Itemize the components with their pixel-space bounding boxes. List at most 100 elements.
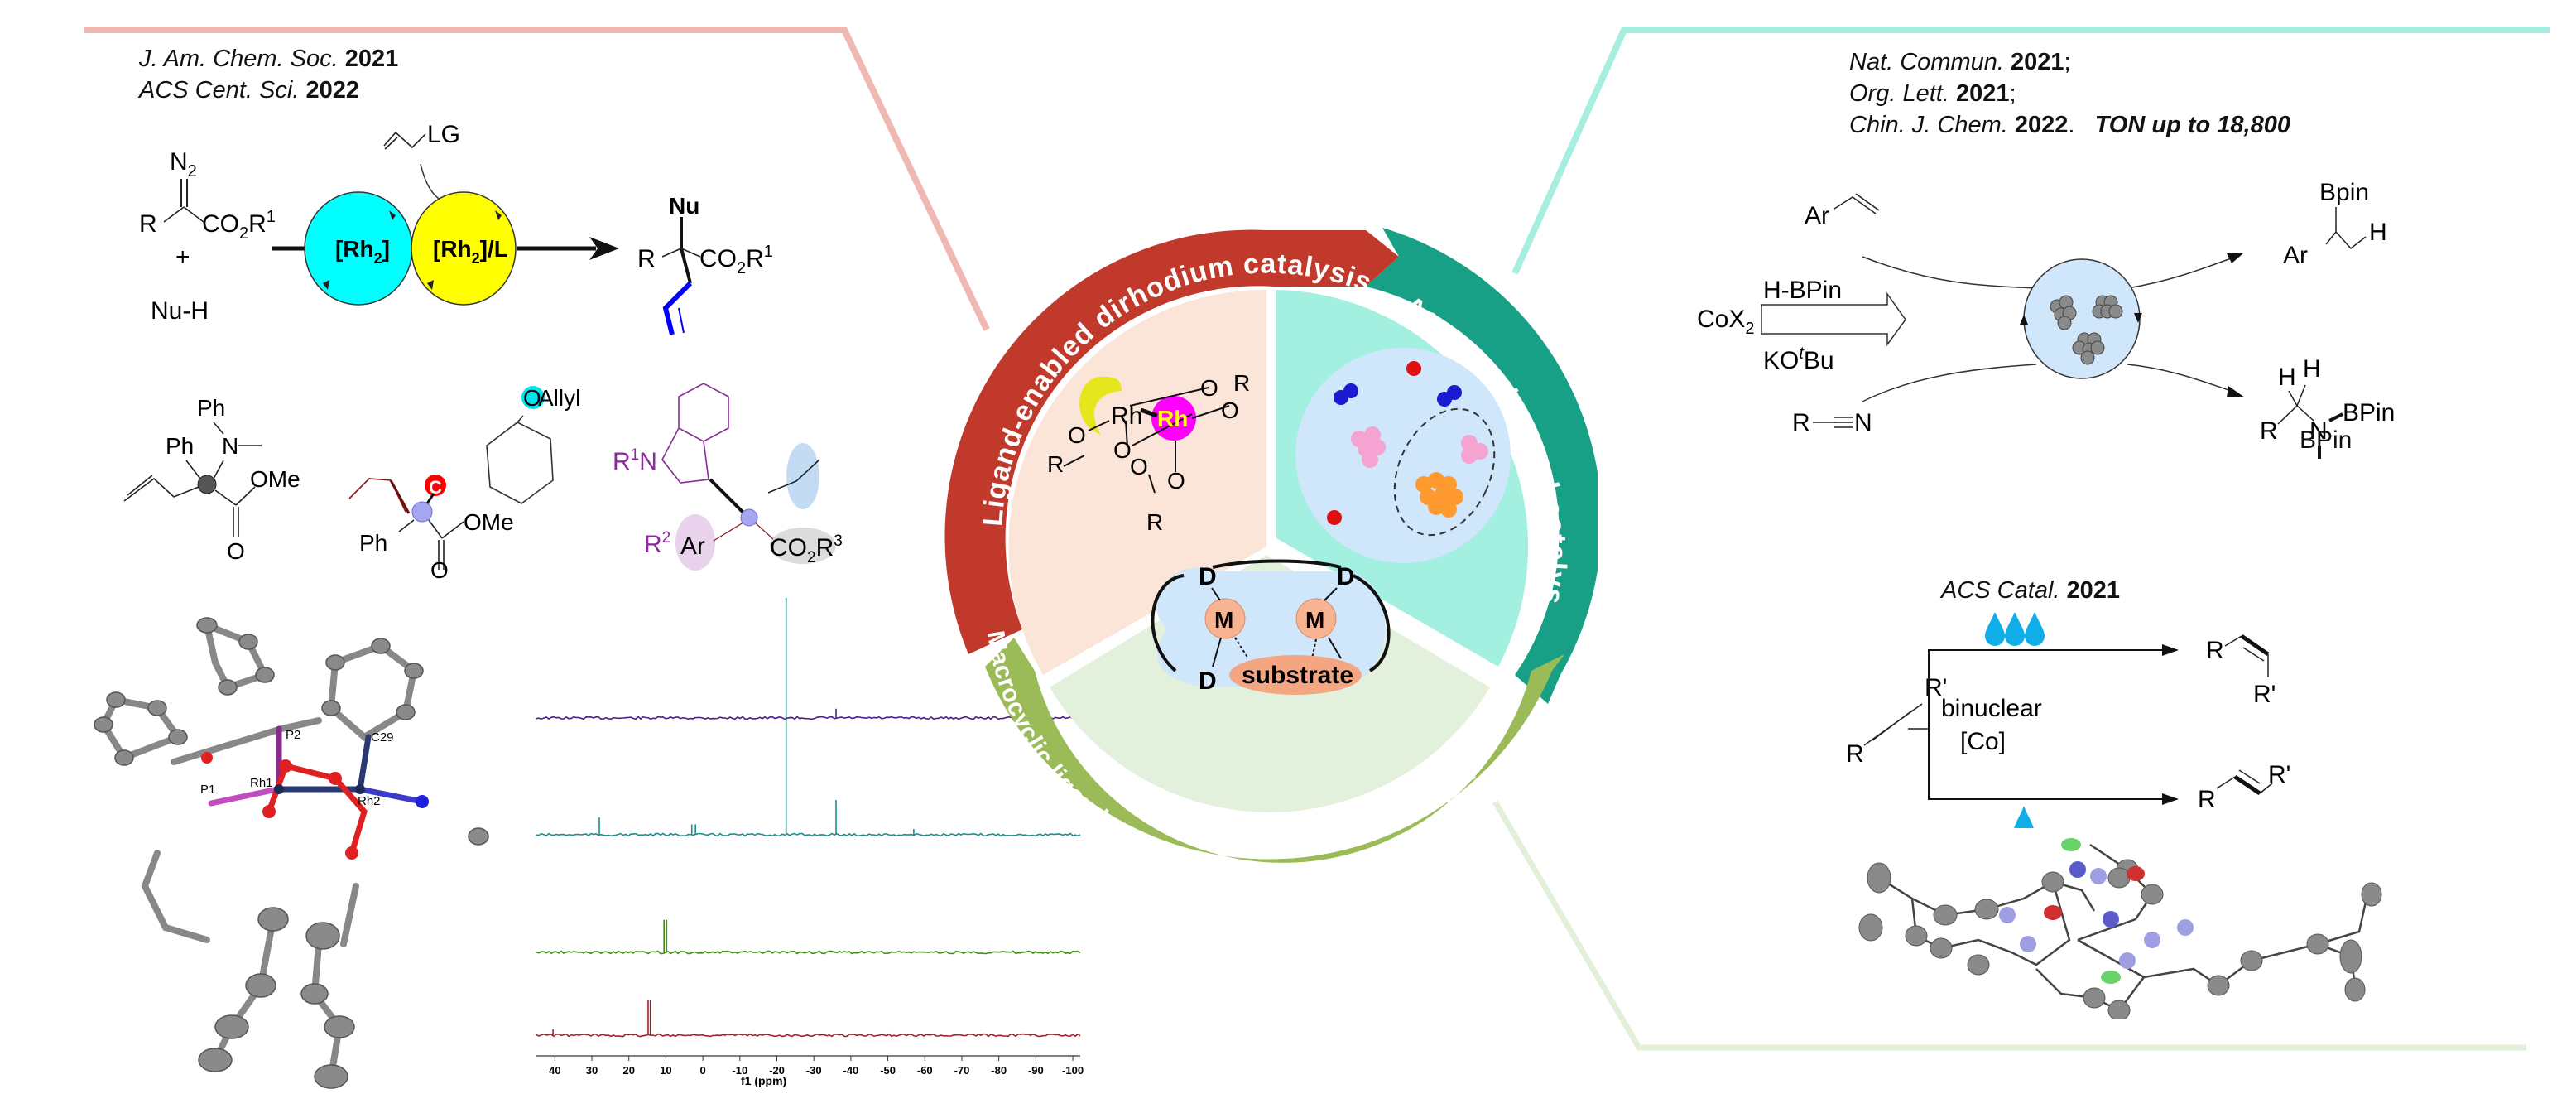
svg-text:Allyl: Allyl xyxy=(538,385,580,411)
svg-text:CO2R3: CO2R3 xyxy=(770,532,843,566)
aggregation-bubble xyxy=(1295,348,1511,563)
svg-text:R: R xyxy=(1146,509,1163,535)
co2r1-label: CO2R1 xyxy=(202,208,276,243)
svg-text:O: O xyxy=(1113,437,1132,463)
reference-line: Org. Lett. 2021; xyxy=(1849,80,2016,107)
alkyne-semihydrogenation-scheme: R R' binuclear [Co] R R' R R' xyxy=(1846,613,2290,828)
example-product-2: O Allyl C Ph OMe O xyxy=(348,385,580,580)
catalyst-label: binuclear xyxy=(1941,695,2042,722)
water-drop-icon xyxy=(2025,613,2045,646)
nu-h-label: Nu-H xyxy=(151,297,209,325)
nmr-tick-label: -40 xyxy=(843,1064,858,1077)
svg-text:Rh: Rh xyxy=(1111,402,1142,430)
svg-text:Rh: Rh xyxy=(1157,406,1188,431)
bottom-panel-border xyxy=(1492,800,2526,1051)
nmr-trace xyxy=(536,950,1081,955)
cobalt-crystal-structure xyxy=(1858,838,2382,1019)
cobalt-aggregation-scheme: Ar CoX2 H-BPin KOtBu R N Bpin Ar H H H R… xyxy=(1697,179,2395,459)
right-references: Nat. Commun. 2021; Org. Lett. 2021; Chin… xyxy=(1849,46,2290,141)
svg-text:C: C xyxy=(429,477,442,498)
svg-text:O: O xyxy=(1167,468,1185,494)
allyl-group-highlight xyxy=(662,281,693,335)
lg-label: LG xyxy=(427,124,460,148)
svg-text:O: O xyxy=(1200,375,1218,401)
svg-text:O: O xyxy=(227,538,245,563)
nmr-trace xyxy=(536,716,1081,720)
svg-text:R: R xyxy=(1233,370,1250,396)
svg-text:H: H xyxy=(2369,219,2387,246)
svg-text:Rh1: Rh1 xyxy=(250,776,273,790)
svg-text:D: D xyxy=(1199,667,1217,695)
rhodium-crystal-structure: P1 P2 Rh1 Rh2 C29 xyxy=(94,617,489,1089)
svg-text:Bpin: Bpin xyxy=(2319,179,2369,206)
nmr-tick-label: 30 xyxy=(586,1064,598,1077)
water-drop-bottom xyxy=(2014,806,2034,828)
svg-text:R: R xyxy=(2198,786,2216,813)
svg-text:Ph: Ph xyxy=(359,530,387,556)
nmr-tick-label: 20 xyxy=(623,1064,635,1077)
nmr-tick-label: 40 xyxy=(549,1064,560,1077)
svg-text:M: M xyxy=(1214,607,1233,633)
catalysis-wheel: Ligand-enabled dirhodium catalysis Aggre… xyxy=(935,207,1598,870)
left-references: J. Am. Chem. Soc. 2021 ACS Cent. Sci. 20… xyxy=(139,43,398,106)
nmr-tick-label: -30 xyxy=(806,1064,822,1077)
svg-text:BPin: BPin xyxy=(2343,399,2395,426)
arrowhead-z xyxy=(2162,644,2179,656)
svg-text:O: O xyxy=(1068,422,1086,448)
svg-text:M: M xyxy=(1305,607,1324,633)
svg-text:R: R xyxy=(1047,451,1064,477)
svg-text:Ar: Ar xyxy=(680,532,705,560)
nmr-tick-label: -90 xyxy=(1028,1064,1044,1077)
cox2-label: CoX2 xyxy=(1697,306,1754,338)
svg-text:N: N xyxy=(1854,409,1872,436)
ton-highlight: TON up to 18,800 xyxy=(2094,112,2290,138)
left-panel-border xyxy=(84,26,990,331)
svg-text:H: H xyxy=(2278,364,2296,391)
svg-text:R: R xyxy=(1792,409,1810,436)
nmr-tick-label: 0 xyxy=(700,1064,706,1077)
nmr-tick-label: -80 xyxy=(991,1064,1007,1077)
product-r-label: R xyxy=(637,245,656,272)
svg-text:O: O xyxy=(1130,454,1148,479)
nmr-x-label: f1 (ppm) xyxy=(741,1074,786,1087)
nu-label: Nu xyxy=(669,193,699,219)
plus-sign: + xyxy=(175,243,190,271)
nmr-trace xyxy=(536,832,1081,837)
water-drops-top xyxy=(1985,613,2045,646)
arc-dirhodium xyxy=(944,229,1399,654)
reference-line: Nat. Commun. 2021; xyxy=(1849,49,2071,75)
rh2-catalyst-label: [Rh2] xyxy=(335,236,390,267)
water-drop-icon xyxy=(1985,613,2005,646)
example-product-1: Ph Ph N OMe O xyxy=(123,395,300,563)
dirhodium-reaction-scheme: N2 R CO2R1 + Nu-H LG [Rh2] [Rh2]/L Nu R … xyxy=(139,124,773,335)
water-drop-icon xyxy=(2005,613,2025,646)
arrowhead-e xyxy=(2162,793,2179,805)
n2-label: N2 xyxy=(170,148,197,181)
dirhodium-complex: Rh Rh O R O O O R O O R xyxy=(1047,370,1250,535)
svg-text:H-BPin: H-BPin xyxy=(1763,277,1842,304)
open-arrow xyxy=(1761,292,1906,347)
svg-text:O: O xyxy=(523,385,541,411)
svg-text:OMe: OMe xyxy=(464,509,514,535)
nmr-tick-label: -10 xyxy=(732,1064,747,1077)
svg-text:O: O xyxy=(430,557,449,580)
reference-line: ACS Cent. Sci. 2022 xyxy=(139,77,359,104)
nmr-tick-label: -70 xyxy=(954,1064,970,1077)
rh2-ligand-cycle-yellow xyxy=(411,191,517,306)
binuclear-macrocycle: M M D D D substrate xyxy=(1151,559,1391,695)
svg-text:R2: R2 xyxy=(644,529,670,558)
kotbu-label: KOtBu xyxy=(1763,344,1834,374)
catalyst-label: [Co] xyxy=(1960,728,2006,755)
right-panel-border xyxy=(1511,26,2550,275)
svg-text:R: R xyxy=(2206,637,2224,664)
svg-text:Ar: Ar xyxy=(2283,242,2308,269)
product-co2r1-label: CO2R1 xyxy=(699,243,773,277)
svg-text:P2: P2 xyxy=(286,728,300,742)
svg-text:R': R' xyxy=(2268,761,2290,788)
svg-text:R: R xyxy=(2260,417,2278,445)
bpin-label: BPin xyxy=(2300,426,2353,454)
svg-text:N: N xyxy=(222,433,238,459)
r-label: R xyxy=(139,210,157,238)
